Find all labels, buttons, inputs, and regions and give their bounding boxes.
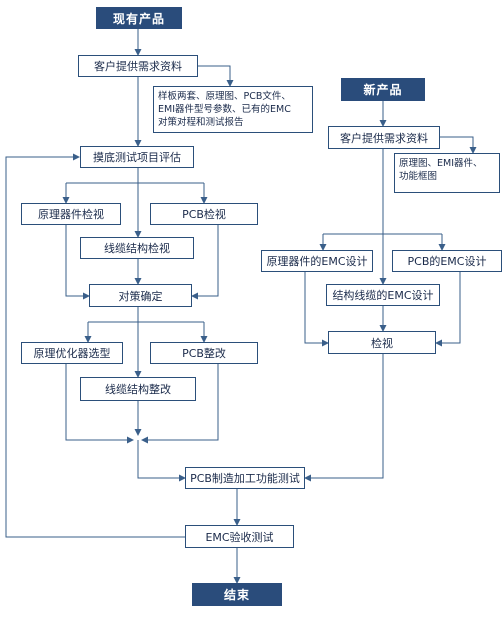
connector — [440, 136, 477, 154]
node-evaluation: 摸底测试项目评估 — [80, 146, 194, 168]
node-emc-acceptance-test: EMC验收测试 — [185, 525, 294, 548]
node-end: 结束 — [192, 583, 282, 606]
node-review: 检视 — [328, 331, 436, 354]
node-schematic-optimize: 原理优化器选型 — [21, 342, 123, 364]
node-existing-materials: 样板两套、原理图、PCB文件、 EMI器件型号参数、已有的EMC 对策对程和测试… — [153, 86, 313, 133]
materials-line-3: 对策对程和测试报告 — [158, 117, 244, 128]
new-materials-line-1: 原理图、EMI器件、 — [399, 158, 483, 169]
connector — [191, 225, 219, 300]
node-existing-requirements: 客户提供需求资料 — [78, 55, 198, 77]
connector — [65, 225, 90, 300]
connector — [137, 440, 186, 482]
new-materials-line-2: 功能框图 — [399, 171, 438, 182]
node-emc-schematic-design: 原理器件的EMC设计 — [261, 250, 373, 272]
node-cable-review: 线缆结构检视 — [80, 237, 194, 259]
node-pcb-rectify: PCB整改 — [150, 342, 258, 364]
node-cable-rectify: 线缆结构整改 — [80, 377, 196, 401]
node-countermeasure: 对策确定 — [89, 284, 192, 307]
connector — [198, 65, 234, 87]
connector — [435, 272, 461, 347]
node-new-materials: 原理图、EMI器件、 功能框图 — [394, 153, 500, 193]
node-emc-cable-design: 结构线缆的EMC设计 — [326, 284, 440, 306]
connector — [141, 364, 219, 444]
node-schematic-review: 原理器件检视 — [21, 203, 121, 225]
node-emc-pcb-design: PCB的EMC设计 — [392, 250, 502, 272]
node-pcb-manufacture-test: PCB制造加工功能测试 — [185, 467, 305, 489]
node-pcb-review: PCB检视 — [150, 203, 258, 225]
connector — [304, 354, 384, 482]
connector — [65, 364, 134, 444]
feedback-connector — [5, 153, 185, 538]
node-new-requirements: 客户提供需求资料 — [328, 126, 440, 149]
connector — [304, 272, 329, 347]
node-new-product: 新产品 — [341, 78, 425, 101]
node-existing-product: 现有产品 — [96, 7, 182, 29]
materials-line-2: EMI器件型号参数、已有的EMC — [158, 104, 291, 115]
materials-line-1: 样板两套、原理图、PCB文件、 — [158, 91, 291, 102]
